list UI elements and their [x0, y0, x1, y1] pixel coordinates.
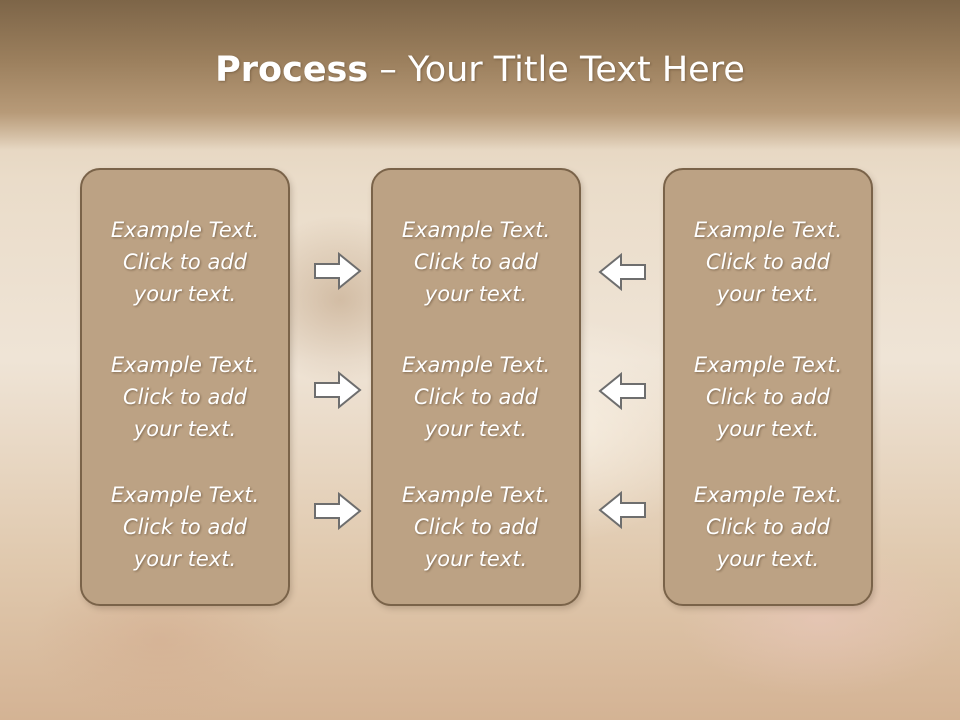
process-box-right[interactable]: Example Text. Click to add your text. Ex… [663, 168, 873, 606]
arrow-left-icon [598, 371, 646, 411]
text-placeholder[interactable]: Example Text. Click to add your text. [693, 483, 843, 571]
text-placeholder[interactable]: Example Text. Click to add your text. [693, 353, 843, 441]
arrow-right-icon [314, 251, 362, 291]
text-placeholder[interactable]: Example Text. Click to add your text. [401, 353, 551, 441]
slide-title[interactable]: Process – Your Title Text Here [0, 50, 960, 90]
process-box-middle[interactable]: Example Text. Click to add your text. Ex… [371, 168, 581, 606]
text-placeholder[interactable]: Example Text. Click to add your text. [110, 483, 260, 571]
text-placeholder[interactable]: Example Text. Click to add your text. [401, 218, 551, 306]
arrow-left-icon [598, 252, 646, 292]
text-placeholder[interactable]: Example Text. Click to add your text. [110, 218, 260, 306]
arrow-left-icon [598, 490, 646, 530]
arrow-right-icon [314, 491, 362, 531]
title-band [0, 0, 960, 150]
title-bold: Process [215, 50, 369, 90]
text-placeholder[interactable]: Example Text. Click to add your text. [401, 483, 551, 571]
text-placeholder[interactable]: Example Text. Click to add your text. [110, 353, 260, 441]
title-rest: – Your Title Text Here [368, 50, 745, 90]
arrow-right-icon [314, 370, 362, 410]
process-box-left[interactable]: Example Text. Click to add your text. Ex… [80, 168, 290, 606]
text-placeholder[interactable]: Example Text. Click to add your text. [693, 218, 843, 306]
